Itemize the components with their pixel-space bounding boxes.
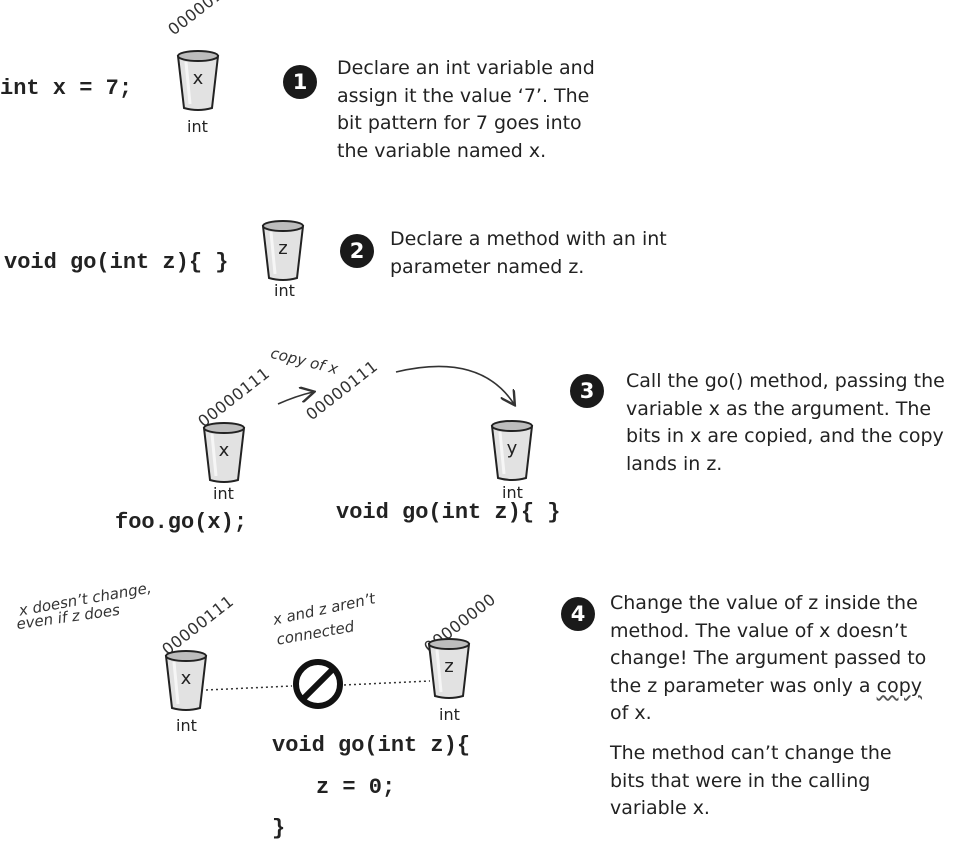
step4-description: Change the value of z inside the method.…: [610, 590, 940, 728]
step4-code-line3: }: [272, 816, 286, 841]
step2-cup-icon: z: [259, 218, 307, 282]
step3-var-y: y: [506, 438, 518, 459]
copy-arrow-icon: [277, 392, 313, 405]
step4-var-x: x: [180, 668, 192, 689]
step4-code-line2: z = 0;: [316, 775, 396, 800]
step3-type-y: int: [502, 483, 523, 502]
dotted-link-left: [205, 685, 293, 691]
step2-number-badge: 2: [340, 234, 374, 268]
step3-copy-note: copy of x: [268, 343, 340, 379]
step1-cup-icon: x: [174, 48, 222, 112]
step3-description: Call the go() method, passing the variab…: [626, 370, 945, 475]
step4-text-b: of x.: [610, 702, 652, 724]
step4-description-2: The method can’t change the bits that we…: [610, 742, 892, 819]
step1-type: int: [187, 117, 208, 136]
step1-code: int x = 7;: [0, 76, 133, 101]
dotted-link-right: [343, 680, 431, 686]
step3-cup-x-icon: x: [200, 420, 248, 484]
step4-type-z: int: [439, 705, 460, 724]
step1-description: Declare an int variable and assign it th…: [337, 57, 595, 162]
step4-type-x: int: [176, 716, 197, 735]
step2-code: void go(int z){ }: [4, 250, 229, 275]
step4-cup-z-icon: z: [425, 636, 473, 700]
step4-var-z: z: [444, 656, 454, 677]
step4-number-badge: 4: [561, 597, 595, 631]
step2-var-z: z: [278, 238, 288, 259]
step4-text-a: Change the value of z inside the method.…: [610, 592, 927, 697]
no-connection-icon: [293, 659, 343, 709]
step3-call-code: foo.go(x);: [115, 510, 248, 535]
step4-code-line1: void go(int z){: [272, 733, 471, 758]
step2-description: Declare a method with an int parameter n…: [390, 228, 667, 278]
step3-cup-y-icon: y: [488, 418, 536, 482]
step3-type-x: int: [213, 484, 234, 503]
step4-text-copy: copy: [876, 674, 923, 697]
step3-method-code: void go(int z){ }: [336, 500, 561, 525]
step1-bits: 00000111: [164, 0, 244, 40]
step1-number-badge: 1: [283, 65, 317, 99]
pass-arrow-icon: [395, 365, 514, 404]
step3-var-x: x: [218, 440, 230, 461]
step3-number-badge: 3: [570, 374, 604, 408]
step1-var-x: x: [192, 68, 204, 89]
step2-type: int: [274, 281, 295, 300]
step4-cup-x-icon: x: [162, 648, 210, 712]
